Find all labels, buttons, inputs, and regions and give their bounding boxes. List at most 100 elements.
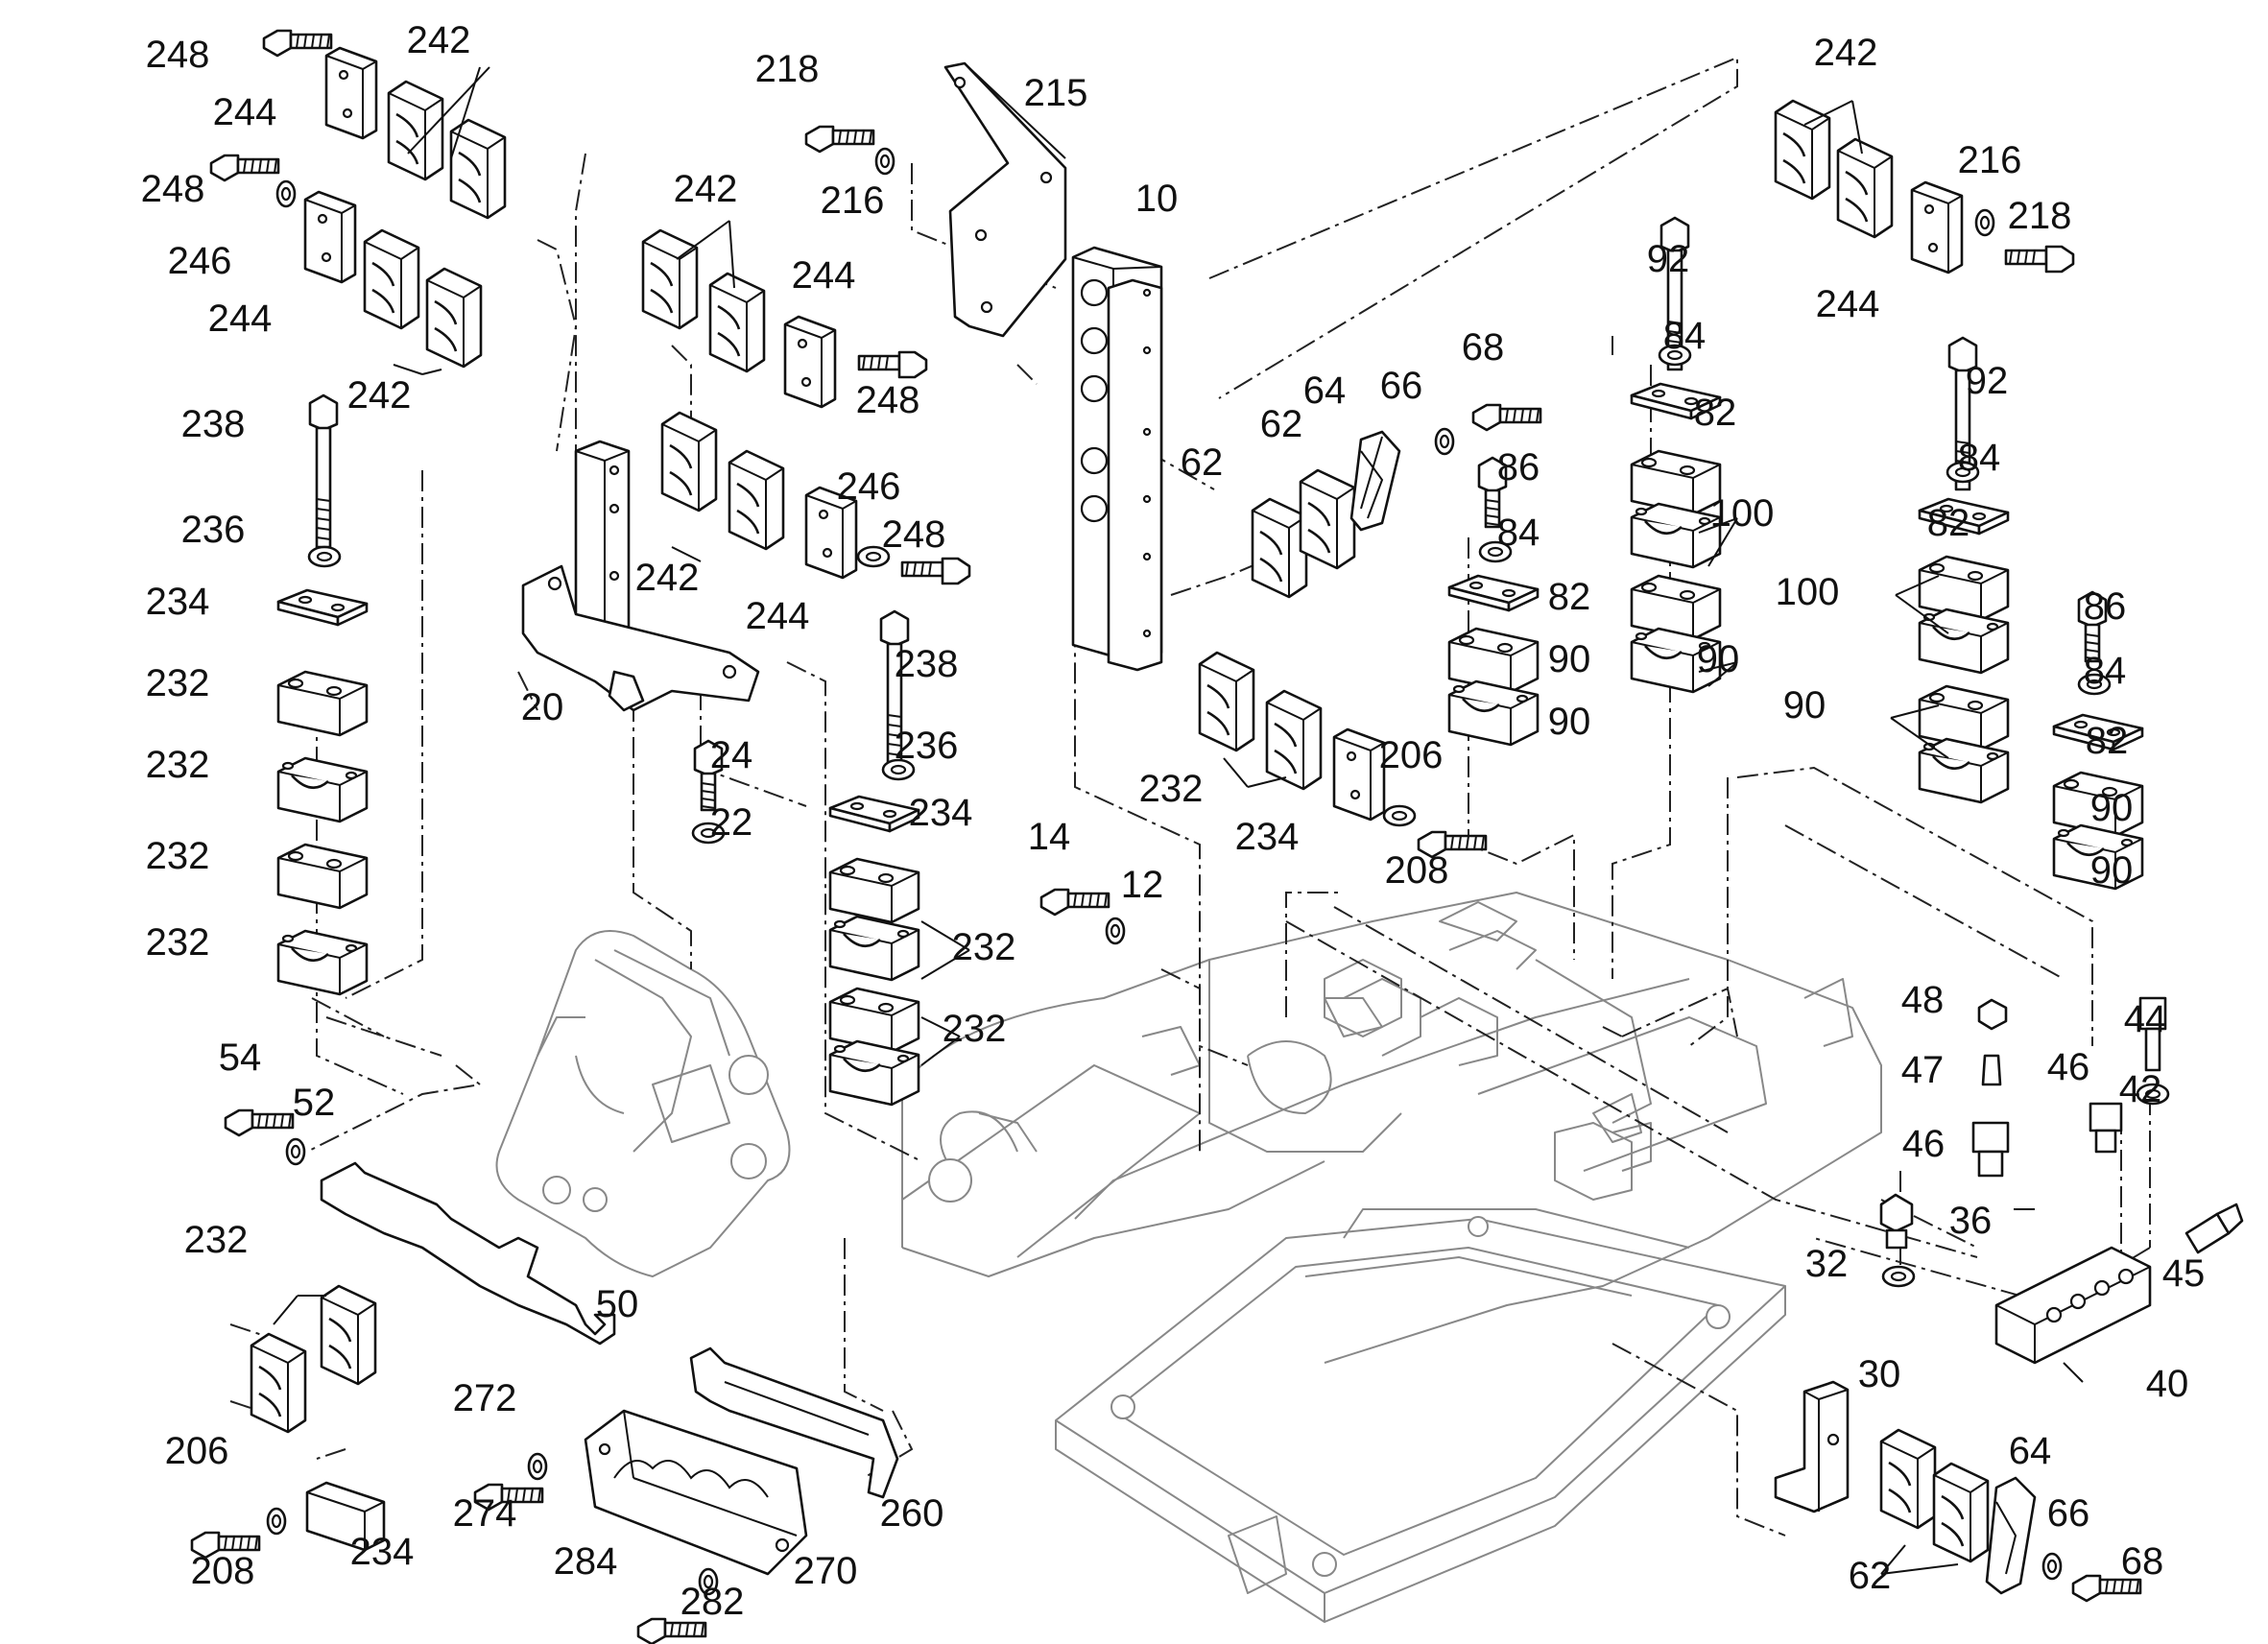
standpipe-bracket-20 [521, 440, 760, 712]
callout-label: 242 [407, 19, 471, 61]
callout-label: 84 [1497, 512, 1540, 554]
callout-label: 246 [837, 465, 901, 508]
clamp-split-232-bottom [250, 1284, 377, 1434]
clamp-group-top-left [209, 29, 507, 375]
callout-label: 206 [165, 1430, 229, 1472]
callout-label: 238 [181, 403, 246, 445]
callout-label: 246 [168, 240, 232, 282]
callout-label: 36 [1949, 1200, 1993, 1242]
callout-label: 216 [1958, 139, 2022, 181]
callout-label: 68 [2121, 1540, 2164, 1583]
callout-label: 14 [1028, 816, 1071, 858]
callout-label: 82 [1694, 392, 1737, 434]
callout-label: 42 [2119, 1068, 2162, 1110]
callout-label: 62 [1849, 1555, 1892, 1597]
callout-label: 92 [1966, 360, 2009, 402]
callout-label: 236 [181, 509, 246, 551]
callout-label: 48 [1901, 979, 1945, 1021]
callout-label: 46 [1902, 1123, 1946, 1165]
callout-label: 12 [1121, 864, 1164, 906]
strap-assembly-260-270 [473, 1346, 899, 1644]
angle-bracket-30-group [1774, 1380, 2142, 1603]
callout-label: 216 [821, 179, 885, 222]
clamp-group-mid-upper [641, 220, 971, 585]
callout-label: 244 [213, 91, 277, 133]
callout-label: 22 [710, 801, 753, 844]
callout-label: 208 [191, 1550, 255, 1592]
callout-label: 90 [2090, 849, 2134, 892]
callout-label: 30 [1858, 1353, 1901, 1395]
callout-label: 62 [1260, 403, 1303, 445]
callout-label: 282 [680, 1581, 745, 1623]
callout-label: 248 [146, 34, 210, 76]
callout-label: 218 [755, 48, 820, 90]
callout-label: 24 [710, 734, 753, 776]
callout-label: 234 [146, 581, 210, 623]
callout-label: 215 [1024, 72, 1088, 114]
clamp-stack-92-right [1890, 336, 2010, 804]
callout-label: 242 [347, 374, 412, 417]
callout-label: 238 [895, 643, 959, 685]
mounting-plate-215 [804, 61, 1067, 338]
callout-label: 232 [146, 921, 210, 964]
callout-label: 242 [635, 557, 700, 599]
callout-label: 248 [856, 379, 920, 421]
callout-label: 82 [2086, 720, 2129, 762]
callout-label: 232 [146, 662, 210, 704]
callout-label: 52 [293, 1082, 336, 1124]
callout-label: 20 [521, 686, 564, 728]
callout-label: 260 [880, 1492, 944, 1535]
clamp-stack-left [276, 393, 369, 996]
callout-label: 232 [952, 926, 1016, 968]
pipe-clamp-column-10 [1071, 246, 1163, 672]
callout-label: 92 [1647, 238, 1690, 280]
callout-label: 244 [746, 595, 810, 637]
callout-label: 82 [1927, 502, 1970, 544]
callout-label: 64 [1303, 369, 1347, 412]
callout-label: 248 [141, 168, 205, 210]
callout-label: 47 [1901, 1049, 1945, 1091]
callout-label: 232 [146, 744, 210, 786]
callout-label: 234 [1235, 816, 1300, 858]
callout-label: 242 [674, 168, 738, 210]
assembly-leader-lines [229, 56, 2151, 1537]
callout-label: 284 [554, 1540, 618, 1583]
callout-label: 272 [453, 1377, 517, 1419]
callout-label: 86 [1497, 446, 1540, 488]
callout-label: 84 [1958, 437, 2001, 479]
callout-label: 68 [1462, 326, 1505, 369]
callout-label: 46 [2047, 1046, 2090, 1088]
callout-label: 242 [1814, 32, 1878, 74]
bolt-208-plate-234 [190, 1481, 386, 1560]
bolt-14-washer-12 [1039, 888, 1126, 945]
callout-label: 232 [1139, 768, 1204, 810]
callout-label: 206 [1379, 734, 1444, 776]
callout-label: 244 [1816, 283, 1880, 325]
callout-label: 248 [882, 513, 946, 556]
callout-label: 90 [1548, 701, 1591, 743]
callout-label: 44 [2124, 998, 2167, 1040]
clamp-group-62-68-upper [1251, 403, 1542, 599]
callout-label: 66 [1380, 365, 1423, 407]
callout-label: 90 [1783, 684, 1826, 727]
callout-label: 236 [895, 725, 959, 767]
callout-label: 100 [1710, 492, 1775, 535]
clamp-stack-86 [1447, 456, 1540, 747]
callout-label: 232 [146, 835, 210, 877]
clamp-group-top-right [1774, 99, 2075, 274]
callout-label: 244 [208, 298, 273, 340]
swing-bracket-ghost [495, 930, 791, 1277]
callout-label: 84 [1663, 315, 1707, 357]
support-bar-50 [224, 1108, 616, 1346]
distributor-block-40 [1879, 996, 2244, 1365]
callout-label: 90 [2090, 787, 2134, 829]
callout-label: 54 [219, 1036, 262, 1079]
callout-label: 62 [1181, 441, 1224, 484]
callout-label: 232 [184, 1219, 249, 1261]
callout-label: 90 [1548, 638, 1591, 680]
callout-label: 274 [453, 1492, 517, 1535]
callout-label: 64 [2009, 1430, 2052, 1472]
